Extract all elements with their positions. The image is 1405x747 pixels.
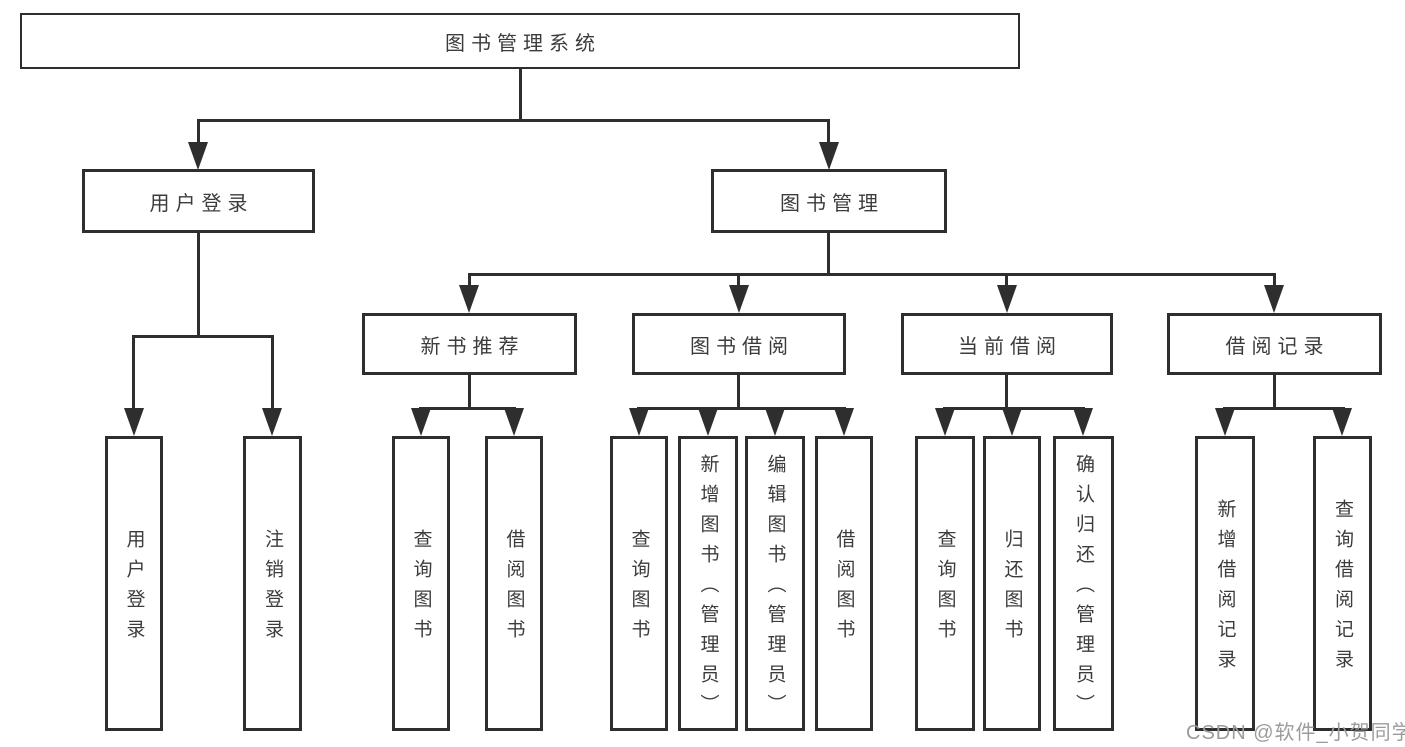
edge-root-trunk (519, 69, 522, 119)
node-borrowing-records-label: 借阅记录 (1225, 335, 1330, 358)
arrow-down-icon (935, 408, 955, 436)
arrow-down-icon (729, 285, 749, 313)
leaf-borrowing-query-books: 查询图书 (610, 436, 668, 731)
arrow-down-icon (188, 142, 208, 170)
edge-user-login-trunk (197, 233, 200, 338)
leaf-recommend-borrow-books: 借阅图书 (485, 436, 543, 731)
edge-records-split (1223, 407, 1345, 410)
node-new-book-recommendation: 新书推荐 (362, 313, 577, 375)
leaf-recommend-query-books: 查询图书 (392, 436, 450, 731)
edge-to-borrowing-records (1273, 273, 1276, 288)
leaf-current-confirm-return-admin: 确认归还（管理员） (1053, 436, 1114, 731)
leaf-recommend-query-books-label: 查询图书 (410, 528, 432, 649)
leaf-borrowing-add-books-admin: 新增图书（管理员） (678, 436, 738, 731)
node-current-borrowing: 当前借阅 (901, 313, 1113, 375)
edge-records-trunk (1273, 375, 1276, 410)
leaf-records-add-borrow-record-label: 新增借阅记录 (1214, 498, 1236, 679)
arrow-down-icon (819, 142, 839, 170)
arrow-down-icon (124, 408, 144, 436)
node-new-book-recommendation-label: 新书推荐 (420, 335, 525, 358)
edge-to-new-book-recommendation (468, 273, 471, 288)
leaf-borrowing-borrow-books-label: 借阅图书 (833, 528, 855, 649)
node-book-management: 图书管理 (711, 169, 947, 233)
node-user-login: 用户登录 (82, 169, 315, 233)
edge-recommendation-split (419, 407, 516, 410)
leaf-user-login-label: 用户登录 (123, 528, 145, 649)
arrow-down-icon (834, 408, 854, 436)
arrow-down-icon (1215, 408, 1235, 436)
edge-to-leaf-login (132, 335, 135, 412)
arrow-down-icon (698, 408, 718, 436)
arrow-down-icon (459, 285, 479, 313)
leaf-borrowing-borrow-books: 借阅图书 (815, 436, 873, 731)
arrow-down-icon (1002, 408, 1022, 436)
edge-to-book-borrowing (737, 273, 740, 288)
leaf-logout: 注销登录 (243, 436, 302, 731)
arrow-down-icon (765, 408, 785, 436)
arrow-down-icon (1332, 408, 1352, 436)
leaf-current-query-books: 查询图书 (915, 436, 975, 731)
node-current-borrowing-label: 当前借阅 (958, 335, 1062, 358)
edge-borrowing-trunk (737, 375, 740, 410)
leaf-logout-label: 注销登录 (262, 528, 283, 649)
leaf-current-query-books-label: 查询图书 (934, 528, 956, 649)
edge-root-to-book-management (827, 119, 830, 145)
leaf-current-return-books: 归还图书 (983, 436, 1041, 731)
leaf-records-query-borrow-record: 查询借阅记录 (1313, 436, 1372, 731)
leaf-records-add-borrow-record: 新增借阅记录 (1195, 436, 1255, 731)
leaf-current-return-books-label: 归还图书 (1001, 528, 1023, 649)
node-book-borrowing: 图书借阅 (632, 313, 846, 375)
edge-root-split (197, 119, 830, 122)
arrow-down-icon (262, 408, 282, 436)
edge-user-login-split (132, 335, 274, 338)
node-library-system-label: 图书管理系统 (445, 32, 601, 55)
leaf-borrowing-add-books-admin-label: 新增图书（管理员） (697, 453, 719, 724)
node-user-login-label: 用户登录 (149, 192, 254, 215)
leaf-borrowing-edit-books-admin-label: 编辑图书（管理员） (764, 453, 786, 724)
leaf-user-login: 用户登录 (105, 436, 163, 731)
csdn-watermark: CSDN @软件_小贺同学 (1186, 722, 1405, 744)
node-book-management-label: 图书管理 (780, 192, 884, 215)
arrow-down-icon (629, 408, 649, 436)
node-borrowing-records: 借阅记录 (1167, 313, 1382, 375)
arrow-down-icon (504, 408, 524, 436)
node-book-borrowing-label: 图书借阅 (690, 335, 794, 358)
leaf-recommend-borrow-books-label: 借阅图书 (503, 528, 525, 649)
arrow-down-icon (997, 285, 1017, 313)
edge-borrowing-split (637, 407, 846, 410)
edge-current-trunk (1005, 375, 1008, 410)
arrow-down-icon (1264, 285, 1284, 313)
leaf-borrowing-edit-books-admin: 编辑图书（管理员） (745, 436, 805, 731)
leaf-records-query-borrow-record-label: 查询借阅记录 (1332, 498, 1353, 679)
edge-to-current-borrowing (1005, 273, 1008, 288)
edge-recommendation-trunk (468, 375, 471, 410)
edge-book-management-trunk (827, 233, 830, 276)
edge-book-management-split (468, 273, 1276, 276)
leaf-current-confirm-return-admin-label: 确认归还（管理员） (1073, 453, 1094, 724)
arrow-down-icon (411, 408, 431, 436)
edge-root-to-user-login (197, 119, 200, 145)
arrow-down-icon (1073, 408, 1093, 436)
node-library-system: 图书管理系统 (20, 13, 1020, 69)
edge-to-leaf-logout (271, 335, 274, 412)
leaf-borrowing-query-books-label: 查询图书 (628, 528, 650, 649)
